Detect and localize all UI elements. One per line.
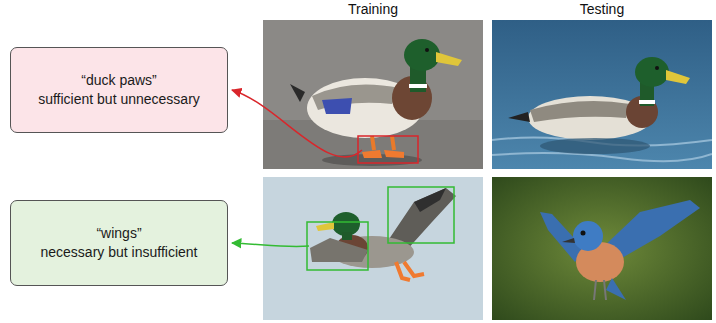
column-heading: Training — [348, 1, 398, 17]
callout-box: “duck paws”sufficient but unnecessary — [10, 47, 228, 133]
leader-arrow — [232, 90, 362, 157]
bird-photo — [492, 177, 712, 320]
feature-property: necessary but insufficient — [41, 243, 198, 262]
highlight-box — [358, 136, 418, 163]
column-heading: Testing — [580, 1, 624, 17]
feature-name: “duck paws” — [81, 71, 156, 90]
callout-box: “wings”necessary but insufficient — [10, 200, 228, 286]
feature-name: “wings” — [96, 224, 141, 243]
leader-arrow — [232, 243, 309, 247]
feature-property: sufficient but unnecessary — [38, 90, 200, 109]
duck-photo — [492, 20, 712, 169]
highlight-box — [388, 187, 454, 243]
duck-photo — [263, 177, 483, 320]
highlight-box — [307, 222, 368, 270]
duck-photo — [263, 20, 483, 169]
